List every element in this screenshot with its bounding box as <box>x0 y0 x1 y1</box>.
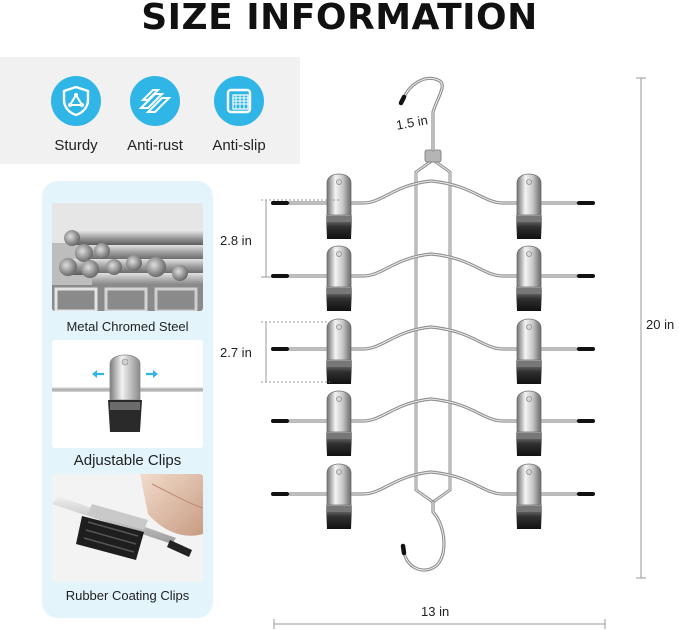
panel-caption: Adjustable Clips <box>73 452 182 469</box>
feature-anti-rust: Anti-rust <box>120 76 190 154</box>
width-dimension-label: 13 in <box>421 604 450 619</box>
clip-on-bar-photo <box>52 340 203 448</box>
tier-spacing-label: 2.7 in <box>220 345 252 360</box>
shield-icon <box>51 76 101 126</box>
height-dimension-label: 20 in <box>646 317 675 332</box>
panel-caption: Rubber Coating Clips <box>65 588 190 603</box>
rubber-clip-closeup-photo <box>52 474 203 582</box>
steel-rods-photo <box>52 203 203 311</box>
tier-spacing-label: 2.8 in <box>220 233 252 248</box>
panel-caption: Metal Chromed Steel <box>66 319 189 334</box>
page-title: SIZE INFORMATION <box>141 0 538 38</box>
feature-anti-slip: Anti-slip <box>204 76 274 154</box>
feature-label: Anti-slip <box>212 137 266 154</box>
feature-label: Anti-rust <box>127 137 183 154</box>
feature-sturdy: Sturdy <box>41 76 111 154</box>
grip-pad-icon <box>214 76 264 126</box>
metal-bars-icon <box>130 76 180 126</box>
feature-label: Sturdy <box>54 137 98 154</box>
